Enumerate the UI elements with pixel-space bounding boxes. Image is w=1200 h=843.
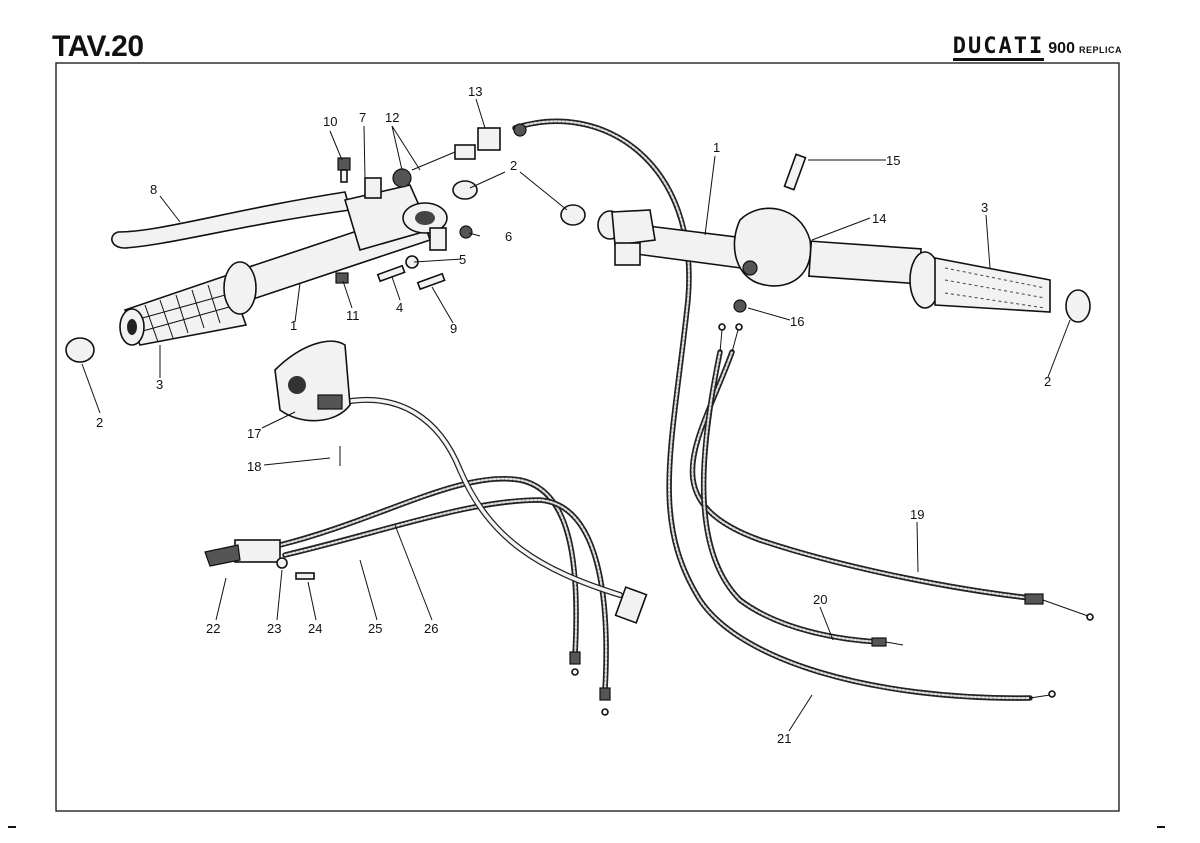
leader-lines [81, 98, 1071, 732]
callout-24: 24 [308, 621, 322, 636]
callout-2: 2 [510, 158, 517, 173]
callout-16: 16 [790, 314, 804, 329]
callout-14: 14 [872, 211, 886, 226]
callout-8: 8 [150, 182, 157, 197]
throttle-housing [733, 207, 812, 287]
clutch-lever [111, 191, 352, 249]
left-grip [119, 261, 257, 346]
page-title: TAV.20 [52, 30, 144, 63]
page-corner-mark-right [1157, 826, 1165, 828]
callout-13: 13 [468, 84, 482, 99]
brand-wordmark: DUCATI [952, 34, 1045, 61]
callout-4: 4 [396, 300, 403, 315]
callout-7: 7 [359, 110, 366, 125]
switch-wire [337, 396, 623, 598]
callout-18: 18 [247, 459, 261, 474]
right-grip [909, 251, 1051, 313]
choke-lever [204, 539, 315, 580]
callout-10: 10 [323, 114, 337, 129]
cable-20 [700, 349, 883, 645]
brand-subtitle: REPLICA [1078, 45, 1122, 55]
cable-choke-25 [277, 476, 579, 658]
cable-throttle-1 [512, 118, 1033, 701]
brand-model: 900 [1048, 40, 1075, 57]
callout-3: 3 [156, 377, 163, 392]
left-small-parts [335, 123, 527, 291]
left-bar-end-plug [65, 337, 95, 363]
callout-19: 19 [910, 507, 924, 522]
callout-5: 5 [459, 252, 466, 267]
callout-26: 26 [424, 621, 438, 636]
left-lever-bracket [343, 184, 448, 251]
callout-3: 3 [981, 200, 988, 215]
right-bar-end-plug [1065, 289, 1091, 323]
diagram-border [55, 62, 1120, 812]
callout-1: 1 [713, 140, 720, 155]
callout-20: 20 [813, 592, 827, 607]
callout-15: 15 [886, 153, 900, 168]
callout-22: 22 [206, 621, 220, 636]
cable-end-fittings [569, 323, 1094, 716]
wire-connector [614, 586, 648, 624]
callout-11: 11 [346, 308, 360, 323]
callout-25: 25 [368, 621, 382, 636]
cable-19 [689, 349, 1033, 601]
light-switch [274, 340, 351, 422]
callout-2: 2 [96, 415, 103, 430]
brand-logo: DUCATI 900 REPLICA [952, 34, 1122, 61]
throttle-screw [783, 153, 807, 191]
callout-21: 21 [777, 731, 791, 746]
callout-labels: 1 1 2 2 2 3 3 4 5 6 7 8 9 10 11 12 13 14… [96, 84, 1051, 746]
throttle-nut [733, 299, 747, 313]
throttle-tube [808, 240, 922, 285]
callout-1: 1 [290, 318, 297, 333]
callout-17: 17 [247, 426, 261, 441]
callout-2: 2 [1044, 374, 1051, 389]
callout-23: 23 [267, 621, 281, 636]
page-corner-mark-left [8, 826, 16, 828]
callout-6: 6 [505, 229, 512, 244]
callout-9: 9 [450, 321, 457, 336]
callout-12: 12 [385, 110, 399, 125]
cable-choke-26 [282, 497, 609, 693]
